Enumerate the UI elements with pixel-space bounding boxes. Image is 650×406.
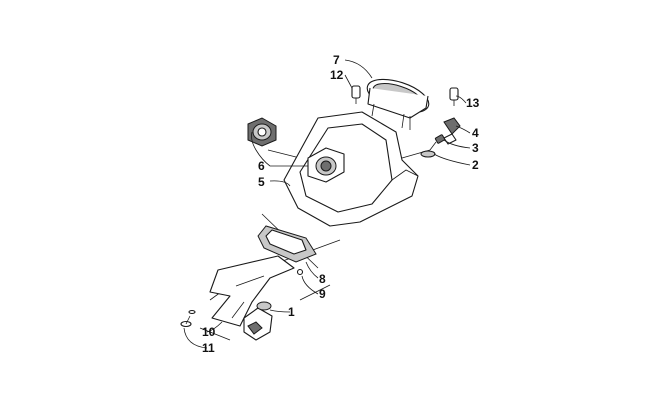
switch-part [443,117,461,145]
bracket-part [209,255,295,327]
callout-10: 10 [202,325,216,339]
dash-housing-part [283,111,419,227]
callout-11: 11 [202,341,215,355]
callout-12: 12 [330,68,344,82]
connector-part [243,301,273,341]
bulb-part-13 [449,87,459,106]
callout-6: 6 [258,159,265,173]
callout-4: 4 [472,126,479,140]
callout-5: 5 [258,175,265,189]
screw-part-11 [180,309,196,328]
ignition-part [307,147,345,183]
callout-8: 8 [319,272,326,286]
callout-3: 3 [472,141,479,155]
ignition-switch-part [247,117,277,147]
nut-part [420,150,436,158]
callout-9: 9 [319,287,326,301]
callout-13: 13 [466,96,480,110]
gauge-part [366,78,430,130]
leader-lines [183,59,471,349]
callout-labels: 1 2 3 4 5 6 7 8 9 10 11 12 13 [202,53,480,355]
callout-1: 1 [288,305,295,319]
callout-2: 2 [472,158,479,172]
trim-frame-part [257,225,317,263]
bulb-part-12 [351,85,361,104]
screw-part-9 [296,268,304,276]
callout-7: 7 [333,53,340,67]
key-part [429,134,446,151]
